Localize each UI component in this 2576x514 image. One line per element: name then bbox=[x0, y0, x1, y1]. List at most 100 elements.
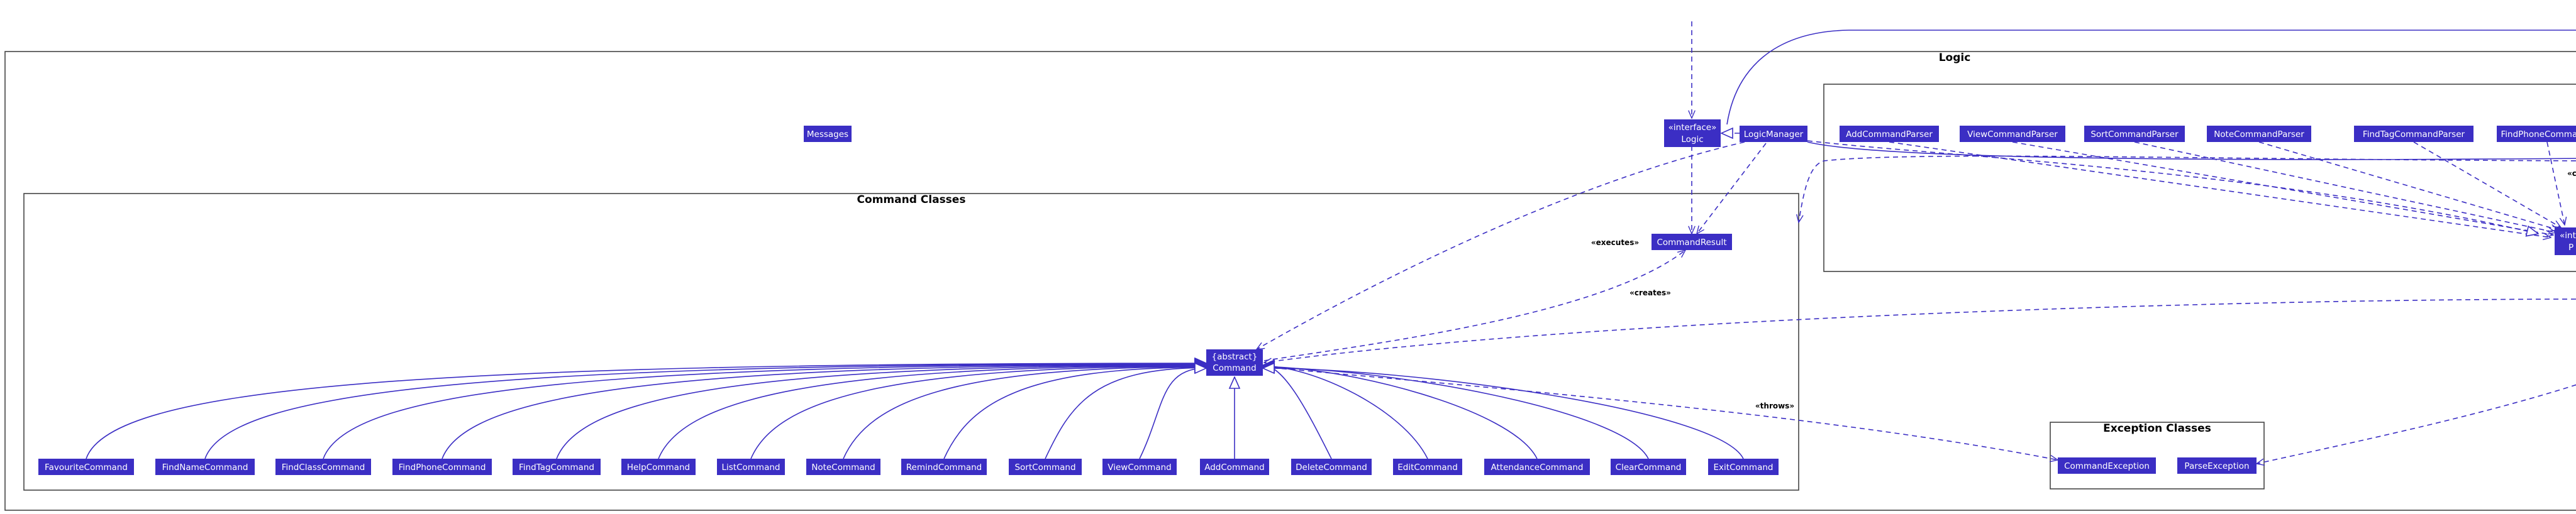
class-messages[interactable]: Messages bbox=[804, 126, 852, 142]
inheritance-edge-exitcommand bbox=[1263, 368, 1744, 459]
command-viewcommand[interactable]: ViewCommand bbox=[1102, 459, 1177, 475]
command-findclasscommand[interactable]: FindClassCommand bbox=[275, 459, 371, 475]
command-findphonecommand-label: FindPhoneCommand bbox=[399, 462, 486, 473]
command-viewcommand-label: ViewCommand bbox=[1108, 462, 1171, 473]
inheritance-edge-deletecommand bbox=[1263, 365, 1332, 459]
command-findnamecommand[interactable]: FindNameCommand bbox=[155, 459, 255, 475]
parser-sortcommandparser[interactable]: SortCommandParser bbox=[2084, 126, 2185, 142]
inheritance-edge-favouritecommand bbox=[86, 363, 1206, 459]
command-helpcommand-label: HelpCommand bbox=[627, 462, 690, 473]
logicmanager-executes-command-edge bbox=[1257, 141, 1745, 349]
command-creates-commandresult-edge bbox=[1263, 250, 1685, 361]
command-throws-exception-edge bbox=[1263, 366, 2058, 460]
class-logic-manager[interactable]: LogicManager bbox=[1740, 126, 1807, 142]
logicmanager-to-model-edge bbox=[1726, 30, 2576, 125]
command-sortcommand-label: SortCommand bbox=[1014, 462, 1075, 473]
parser-edge-2 bbox=[2134, 141, 2556, 232]
command-findphonecommand[interactable]: FindPhoneCommand bbox=[392, 459, 492, 475]
command-notecommand[interactable]: NoteCommand bbox=[806, 459, 880, 475]
parser-stereotype-label: «inter bbox=[2560, 231, 2576, 241]
parser-notecommandparser-label: NoteCommandParser bbox=[2214, 129, 2304, 139]
command-addcommand[interactable]: AddCommand bbox=[1200, 459, 1269, 475]
class-parser-interface[interactable]: «inter P bbox=[2555, 227, 2576, 255]
parser-findtagcommandparser[interactable]: FindTagCommandParser bbox=[2354, 126, 2473, 142]
class-command-result-label: CommandResult bbox=[1657, 238, 1726, 248]
logic-package bbox=[4, 51, 2576, 511]
inheritance-edge-remindcommand bbox=[943, 367, 1206, 459]
parser-notecommandparser[interactable]: NoteCommandParser bbox=[2207, 126, 2311, 142]
class-command-exception[interactable]: CommandException bbox=[2058, 457, 2156, 474]
command-editcommand-label: EditCommand bbox=[1397, 462, 1458, 473]
parser-findphonecommandp[interactable]: FindPhoneCommandP bbox=[2497, 126, 2576, 142]
exception-classes-package-label: Exception Classes bbox=[2103, 422, 2211, 435]
parser-edge-5 bbox=[2546, 141, 2565, 225]
command-exitcommand-label: ExitCommand bbox=[1714, 462, 1774, 473]
command-remindcommand-label: RemindCommand bbox=[906, 462, 982, 473]
parser-throws-parseexception-edge bbox=[2257, 384, 2576, 464]
command-listcommand[interactable]: ListCommand bbox=[717, 459, 785, 475]
command-clearcommand[interactable]: ClearCommand bbox=[1611, 459, 1686, 475]
command-clearcommand-label: ClearCommand bbox=[1616, 462, 1682, 473]
logic-stereotype-label: «interface» bbox=[1668, 123, 1717, 133]
parser-findphonecommandp-label: FindPhoneCommandP bbox=[2501, 129, 2576, 139]
logic-name-label: Logic bbox=[1681, 134, 1703, 145]
parser-name-label: P bbox=[2568, 243, 2573, 253]
command-listcommand-label: ListCommand bbox=[722, 462, 780, 473]
logic-package-label: Logic bbox=[1939, 52, 1971, 64]
command-findtagcommand[interactable]: FindTagCommand bbox=[513, 459, 601, 475]
command-exitcommand[interactable]: ExitCommand bbox=[1708, 459, 1779, 475]
inheritance-edge-findphonecommand bbox=[441, 364, 1206, 459]
parser-viewcommandparser-label: ViewCommandParser bbox=[1967, 129, 2058, 139]
inheritance-edge-findnamecommand bbox=[204, 364, 1206, 459]
command-findclasscommand-label: FindClassCommand bbox=[282, 462, 365, 473]
inheritance-edge-attendancecommand bbox=[1263, 367, 1538, 459]
class-parse-exception[interactable]: ParseException bbox=[2177, 457, 2257, 474]
parser-to-command-edge bbox=[1264, 298, 2576, 363]
command-helpcommand[interactable]: HelpCommand bbox=[621, 459, 696, 475]
parser-sortcommandparser-label: SortCommandParser bbox=[2090, 129, 2179, 139]
throws-label: «throws» bbox=[1755, 402, 1794, 410]
class-logic-manager-label: LogicManager bbox=[1744, 129, 1804, 139]
parser-edge-3 bbox=[2258, 141, 2558, 230]
command-findnamecommand-label: FindNameCommand bbox=[162, 462, 248, 473]
inheritance-edge-editcommand bbox=[1263, 366, 1428, 459]
inheritance-edge-viewcommand bbox=[1139, 368, 1206, 459]
command-editcommand[interactable]: EditCommand bbox=[1393, 459, 1462, 475]
class-abstract-command[interactable]: {abstract} Command bbox=[1206, 349, 1263, 376]
cut-label: «c bbox=[2567, 169, 2576, 178]
command-favouritecommand-label: FavouriteCommand bbox=[45, 462, 128, 473]
class-parse-exception-label: ParseException bbox=[2184, 461, 2249, 471]
command-findtagcommand-label: FindTagCommand bbox=[519, 462, 594, 473]
parser-edge-4 bbox=[2413, 141, 2561, 227]
command-attendancecommand-label: AttendanceCommand bbox=[1491, 462, 1584, 473]
parser-findtagcommandparser-label: FindTagCommandParser bbox=[2363, 129, 2465, 139]
command-deletecommand[interactable]: DeleteCommand bbox=[1291, 459, 1372, 475]
parser-classes-package bbox=[1823, 84, 2576, 272]
abstract-stereotype-label: {abstract} bbox=[1212, 352, 1258, 362]
parser-to-command-classes-edge bbox=[1799, 155, 2576, 222]
command-attendancecommand[interactable]: AttendanceCommand bbox=[1484, 459, 1590, 475]
command-remindcommand[interactable]: RemindCommand bbox=[901, 459, 987, 475]
executes-label: «executes» bbox=[1591, 238, 1639, 247]
parser-addcommandparser-label: AddCommandParser bbox=[1846, 129, 1933, 139]
command-favouritecommand[interactable]: FavouriteCommand bbox=[38, 459, 134, 475]
parser-addcommandparser[interactable]: AddCommandParser bbox=[1840, 126, 1939, 142]
parser-viewcommandparser[interactable]: ViewCommandParser bbox=[1960, 126, 2065, 142]
class-command-result[interactable]: CommandResult bbox=[1652, 234, 1732, 250]
class-command-exception-label: CommandException bbox=[2064, 461, 2150, 471]
parser-edge-0 bbox=[1889, 141, 2551, 238]
command-notecommand-label: NoteCommand bbox=[811, 462, 875, 473]
class-logic-interface[interactable]: «interface» Logic bbox=[1664, 119, 1721, 147]
inheritance-edge-notecommand bbox=[843, 367, 1206, 459]
command-sortcommand[interactable]: SortCommand bbox=[1009, 459, 1082, 475]
creates-label: «creates» bbox=[1629, 288, 1671, 297]
inheritance-edge-helpcommand bbox=[658, 366, 1206, 459]
parser-realization-edge bbox=[1807, 140, 2538, 234]
logicmanager-to-commandresult-edge bbox=[1697, 143, 1767, 234]
command-deletecommand-label: DeleteCommand bbox=[1296, 462, 1367, 473]
inheritance-edge-sortcommand bbox=[1045, 368, 1206, 459]
command-classes-package-label: Command Classes bbox=[857, 194, 966, 206]
command-classes-package bbox=[23, 193, 1799, 491]
